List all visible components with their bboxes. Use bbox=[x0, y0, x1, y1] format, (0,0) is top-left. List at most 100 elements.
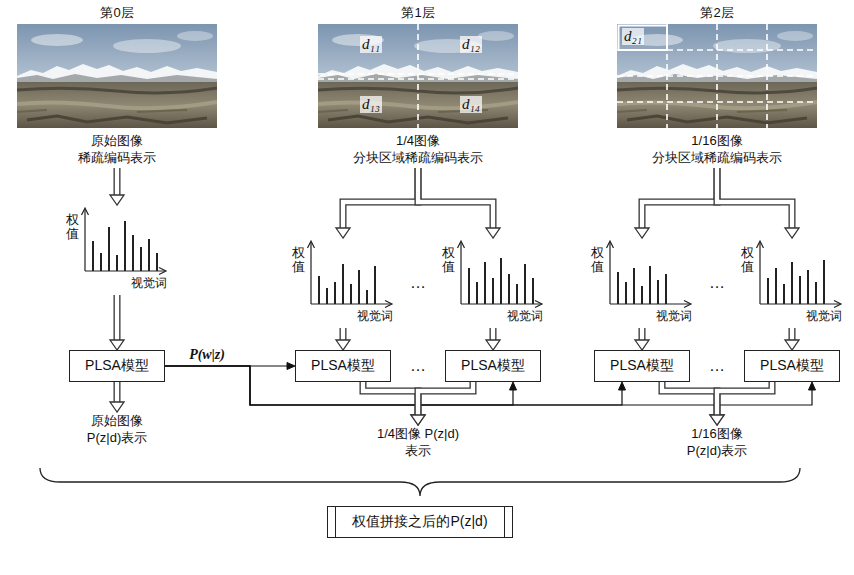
arrow-head bbox=[411, 415, 425, 425]
flow-arrow bbox=[486, 328, 500, 350]
block-outline bbox=[619, 26, 668, 51]
image-caption: 1/4图像 分块区域稀疏编码表示 bbox=[348, 132, 488, 166]
arrow-head bbox=[619, 382, 626, 390]
output-block: 原始图像 P(z|d)表示 bbox=[75, 412, 159, 446]
block-label: d₁₂ bbox=[460, 36, 482, 53]
histogram-chart: 权值视觉词 bbox=[441, 238, 545, 328]
axis-label-x: 视觉词 bbox=[656, 309, 692, 323]
arrow-shaft-inner bbox=[640, 328, 644, 341]
arrow-shaft bbox=[363, 382, 418, 416]
process-box: PLSA模型 bbox=[69, 350, 165, 382]
output-block: 1/4图像 P(z|d)表示 bbox=[376, 425, 460, 459]
arrow-shaft-inner bbox=[115, 382, 119, 403]
landscape-photo bbox=[617, 24, 817, 128]
flow-arrow bbox=[717, 168, 799, 238]
layer-heading: 第1层 bbox=[318, 4, 518, 22]
arrow-head bbox=[336, 340, 350, 350]
process-box: PLSA模型 bbox=[744, 350, 840, 382]
arrow-shaft-inner bbox=[363, 382, 418, 416]
model-name: PLSA模型 bbox=[760, 357, 824, 375]
axis-label-y: 权值 bbox=[292, 246, 305, 275]
output-block: 1/16图像 P(z|d)表示 bbox=[675, 425, 759, 459]
result-label: 权值拼接之后的P(z|d) bbox=[352, 513, 487, 531]
block-label: d₁₄ bbox=[460, 96, 482, 113]
flow-arrow bbox=[336, 328, 350, 350]
block-label: d₁₃ bbox=[360, 96, 382, 113]
histogram-chart: 权值视觉词 bbox=[291, 238, 395, 328]
arrow-head bbox=[785, 228, 799, 238]
arrow-shaft bbox=[639, 328, 646, 341]
arrow-shaft-inner bbox=[491, 328, 495, 341]
flow-arrow bbox=[411, 382, 473, 425]
arrow-head bbox=[336, 228, 350, 238]
process-box: PLSA模型 bbox=[445, 350, 541, 382]
flow-arrow bbox=[110, 168, 124, 205]
arrow-shaft bbox=[340, 328, 347, 341]
histogram-chart: 权值视觉词 bbox=[590, 238, 694, 328]
flow-arrow bbox=[710, 382, 772, 425]
axis-label-x: 视觉词 bbox=[806, 309, 842, 323]
arrow-shaft bbox=[717, 382, 772, 416]
curly-brace bbox=[40, 468, 800, 496]
arrow-head bbox=[809, 382, 816, 390]
histogram-chart: 权值视觉词 bbox=[740, 238, 844, 328]
model-name: PLSA模型 bbox=[85, 357, 149, 375]
axis-label-x: 视觉词 bbox=[131, 276, 167, 290]
arrow-shaft-inner bbox=[115, 295, 119, 341]
layer-heading: 第2层 bbox=[617, 4, 817, 22]
arrow-shaft-inner bbox=[717, 168, 792, 229]
landscape-photo bbox=[318, 24, 518, 128]
arrow-head bbox=[710, 415, 724, 425]
axis-label-x: 视觉词 bbox=[507, 309, 543, 323]
box-inner-line bbox=[335, 507, 336, 537]
arrow-head bbox=[510, 382, 517, 390]
flow-arrow bbox=[110, 295, 124, 350]
arrow-head bbox=[110, 195, 124, 205]
ellipsis-mark: … bbox=[410, 274, 426, 292]
arrow-shaft-inner bbox=[790, 328, 794, 341]
arrow-shaft bbox=[418, 382, 473, 416]
arrow-head bbox=[785, 340, 799, 350]
image-area bbox=[318, 22, 518, 130]
arrow-head bbox=[411, 415, 425, 425]
arrow-shaft bbox=[662, 382, 717, 416]
image-caption: 原始图像 稀疏编码表示 bbox=[67, 132, 167, 166]
image-caption: 1/16图像 分块区域稀疏编码表示 bbox=[647, 132, 787, 166]
histogram-plot bbox=[458, 241, 543, 308]
axis-label-y: 权值 bbox=[591, 246, 604, 275]
layer-heading: 第0层 bbox=[17, 4, 217, 22]
arrow-shaft bbox=[165, 366, 622, 405]
arrow-shaft-inner bbox=[343, 168, 418, 229]
arrow-shaft bbox=[114, 382, 121, 403]
edge-label: P(w|z) bbox=[187, 346, 227, 363]
arrow-shaft-inner bbox=[341, 328, 345, 341]
result-box: 权值拼接之后的P(z|d) bbox=[327, 506, 513, 538]
output-label: 1/16图像 P(z|d)表示 bbox=[675, 425, 759, 459]
histogram-plot bbox=[607, 241, 692, 308]
output-label: 原始图像 P(z|d)表示 bbox=[75, 412, 159, 446]
flow-arrow bbox=[110, 382, 124, 412]
arrow-head bbox=[110, 402, 124, 412]
process-box: PLSA模型 bbox=[594, 350, 690, 382]
model-name: PLSA模型 bbox=[461, 357, 525, 375]
flow-arrow bbox=[635, 168, 717, 238]
arrow-shaft bbox=[114, 295, 121, 341]
image-area bbox=[617, 22, 817, 130]
histogram-plot bbox=[757, 241, 842, 308]
arrow-head bbox=[635, 340, 649, 350]
arrow-shaft bbox=[789, 328, 796, 341]
model-name: PLSA模型 bbox=[610, 357, 674, 375]
block-grid bbox=[318, 24, 518, 128]
arrow-head bbox=[635, 228, 649, 238]
process-box: PLSA模型 bbox=[295, 350, 391, 382]
ellipsis-mark: … bbox=[410, 357, 426, 375]
histogram-plot bbox=[308, 241, 393, 308]
arrow-head bbox=[710, 415, 724, 425]
parameter-arrow bbox=[165, 366, 626, 405]
arrow-shaft-inner bbox=[717, 382, 772, 416]
image-panel: 第0层原始图像 稀疏编码表示 bbox=[17, 4, 217, 166]
arrow-shaft bbox=[418, 168, 493, 229]
ellipsis-mark: … bbox=[709, 357, 725, 375]
arrow-shaft-inner bbox=[642, 168, 717, 229]
